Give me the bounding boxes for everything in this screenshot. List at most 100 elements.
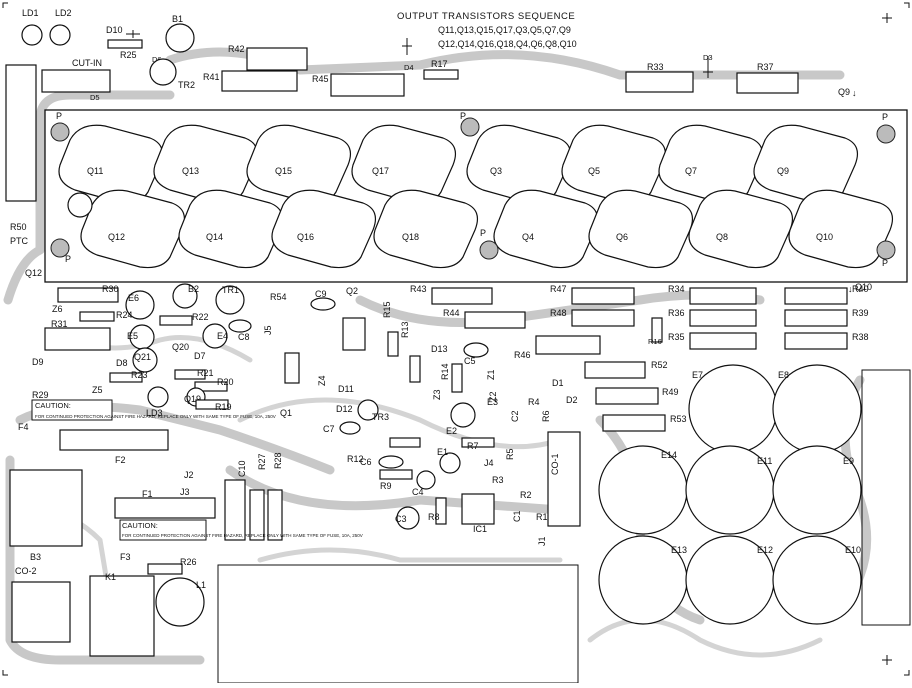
component-label: R25 (120, 50, 137, 60)
component-outline (584, 361, 646, 379)
left-area-parts: R30 Z6 E6 B2 TR1 R24 R31 R22 E5 E4 C8 J5… (9, 283, 363, 657)
component-label: R47 (550, 284, 567, 294)
component-label: ↓ (848, 284, 853, 294)
transistor-q10: Q10 (788, 189, 893, 269)
top-area-parts: LD1 LD2 B1 D10 R25 CUT-IN D5 D6 TR2 R42 … (5, 8, 799, 278)
component-outline (357, 399, 379, 421)
component-label: Q14 (206, 232, 223, 242)
component-label: L1 (196, 580, 206, 590)
component-label: R26 (180, 557, 197, 567)
component-label: CUT-IN (72, 58, 102, 68)
component-label: J4 (484, 458, 494, 468)
component-label: R29 (32, 390, 49, 400)
transistor-q13: Q13 (153, 124, 258, 204)
component-label: E13 (671, 545, 687, 555)
component-label: P (882, 258, 888, 268)
component-label: Q6 (616, 232, 628, 242)
component-label: R21 (197, 368, 214, 378)
component-label: Q5 (588, 166, 600, 176)
component-outline (882, 13, 892, 23)
buzzer-b1 (165, 23, 195, 53)
component-outline (195, 399, 229, 410)
transistor-q18: Q18 (373, 189, 478, 269)
component-label: R14 (440, 363, 450, 380)
component-outline (431, 287, 493, 305)
mounting-holes: P P P P P P (50, 111, 896, 268)
component-label: D7 (194, 351, 206, 361)
component-outline (126, 30, 140, 38)
component-label: C10 (237, 460, 247, 477)
component-label: Z5 (92, 385, 103, 395)
component-label: TR1 (222, 285, 239, 295)
component-outline (132, 347, 158, 373)
component-label: E10 (845, 545, 861, 555)
transistor-q2 (342, 317, 366, 351)
component-label: R35 (668, 332, 685, 342)
component-label: Z3 (432, 389, 442, 400)
component-label: Z4 (317, 375, 327, 386)
led-ld2 (49, 24, 71, 46)
resistor-r25 (107, 39, 143, 49)
component-label: E12 (757, 545, 773, 555)
component-outline (215, 285, 245, 315)
component-label: Q1 (280, 408, 292, 418)
component-label: D8 (116, 358, 128, 368)
component-outline (450, 402, 476, 428)
component-label: R53 (670, 414, 687, 424)
heatsink-edge-right (861, 369, 911, 626)
component-label: TR3 (372, 412, 389, 422)
component-label: Z1 (486, 369, 496, 380)
component-label: R22 (192, 312, 209, 322)
center-area-parts: R54 C9 Q2 R15 R13 Z4 D11 Q1 D12 TR3 C7 R… (217, 286, 581, 684)
component-label: D6 (152, 55, 162, 64)
connector-co1 (547, 431, 581, 527)
component-label: D4 (404, 63, 414, 72)
resistor-bank-right: R43 R47 R34 R40 R44 R48 R36 R39 R16 R35 … (410, 284, 869, 432)
component-label: LD1 (22, 8, 39, 18)
component-label: C8 (238, 332, 250, 342)
component-label: R43 (410, 284, 427, 294)
component-label: E5 (127, 331, 138, 341)
component-outline (595, 387, 659, 405)
component-label: Q9 (777, 166, 789, 176)
component-label: Q8 (716, 232, 728, 242)
component-label: E6 (128, 293, 139, 303)
component-outline (689, 309, 757, 327)
component-outline (178, 189, 283, 269)
component-outline (479, 240, 499, 260)
component-label: Q13 (182, 166, 199, 176)
component-label: F4 (18, 422, 29, 432)
resistor-r41 (221, 70, 298, 92)
component-label: Q10 (816, 232, 833, 242)
component-label: D13 (431, 344, 448, 354)
component-label: R37 (757, 62, 774, 72)
component-outline (396, 506, 420, 530)
component-label: LD3 (146, 408, 163, 418)
component-label: TR2 (178, 80, 195, 90)
component-label: D12 (336, 404, 353, 414)
component-outline (5, 455, 205, 665)
bridge-b3 (9, 469, 83, 547)
transistor-q7: Q7 (658, 124, 763, 204)
component-outline (460, 117, 480, 137)
component-outline (788, 189, 893, 269)
component-label: K1 (105, 572, 116, 582)
component-outline (587, 617, 823, 658)
transistor-q1 (284, 352, 300, 384)
component-outline (174, 369, 206, 380)
component-label: R39 (852, 308, 869, 318)
component-label: D5 (90, 93, 100, 102)
component-label: R42 (228, 44, 245, 54)
component-label: B1 (172, 14, 183, 24)
component-outline (904, 2, 910, 8)
component-label: R40 (852, 284, 869, 294)
component-label: P (460, 111, 466, 121)
component-label: R4 (528, 397, 540, 407)
component-outline (310, 297, 336, 311)
component-label: R2 (520, 490, 532, 500)
heatsink-tag-bottom: Q10 (855, 282, 872, 292)
component-label: F1 (142, 489, 153, 499)
component-outline (153, 124, 258, 204)
registration-marks (2, 2, 910, 676)
